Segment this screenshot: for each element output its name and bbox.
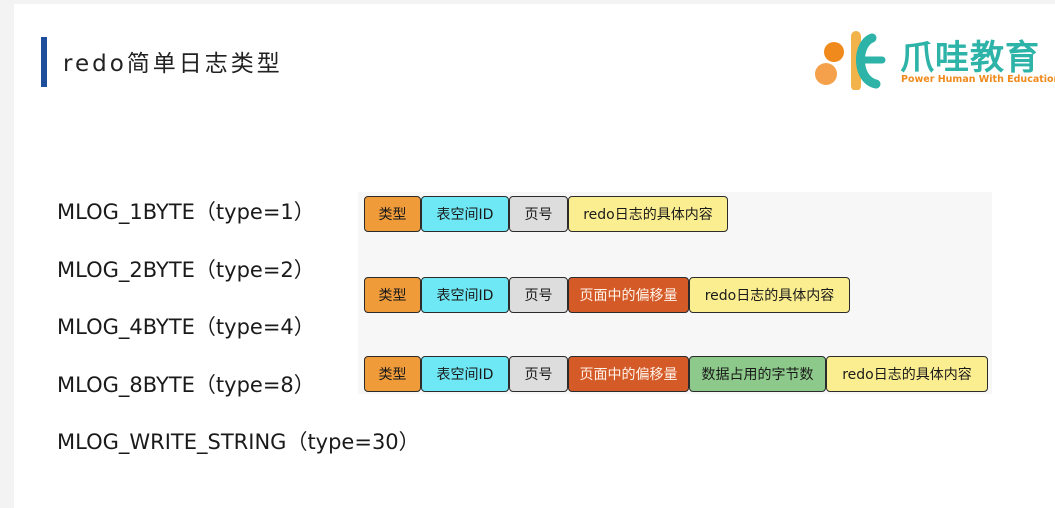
log-type-label: MLOG_4BYTE（type=4）: [57, 315, 315, 339]
field-space-id: 表空间ID: [421, 356, 509, 392]
field-data-length: 数据占用的字节数: [689, 356, 826, 392]
title-accent-bar: [41, 37, 47, 87]
field-page-no: 页号: [509, 277, 568, 313]
log-structure-row-3: 类型 表空间ID 页号 页面中的偏移量 数据占用的字节数 redo日志的具体内容: [364, 356, 988, 392]
log-structure-row-2: 类型 表空间ID 页号 页面中的偏移量 redo日志的具体内容: [364, 277, 850, 313]
log-type-list: MLOG_1BYTE（type=1） MLOG_2BYTE（type=2） ML…: [57, 184, 420, 472]
log-type-label: MLOG_2BYTE（type=2）: [57, 257, 315, 282]
field-page-no: 页号: [509, 196, 568, 232]
logo-text: 爪哇教育: [900, 38, 1040, 78]
log-type-label: MLOG_WRITE_STRING（type=30）: [57, 430, 420, 454]
field-page-offset: 页面中的偏移量: [568, 277, 689, 313]
field-type: 类型: [364, 196, 421, 232]
field-page-offset: 页面中的偏移量: [568, 356, 689, 392]
log-type-label: MLOG_8BYTE（type=8）: [57, 372, 315, 397]
field-type: 类型: [364, 356, 421, 392]
logo-icon: [815, 31, 886, 90]
slide-title: redo简单日志类型: [63, 51, 283, 77]
field-space-id: 表空间ID: [421, 196, 509, 232]
field-redo-content: redo日志的具体内容: [689, 277, 850, 313]
field-space-id: 表空间ID: [421, 277, 509, 313]
field-type: 类型: [364, 277, 421, 313]
field-redo-content: redo日志的具体内容: [568, 196, 728, 232]
log-type-label: MLOG_1BYTE（type=1）: [57, 200, 315, 224]
log-structure-row-1: 类型 表空间ID 页号 redo日志的具体内容: [364, 196, 728, 232]
field-redo-content: redo日志的具体内容: [826, 356, 988, 392]
field-page-no: 页号: [509, 356, 568, 392]
logo-subtitle: Power Human With Education: [901, 74, 1055, 85]
